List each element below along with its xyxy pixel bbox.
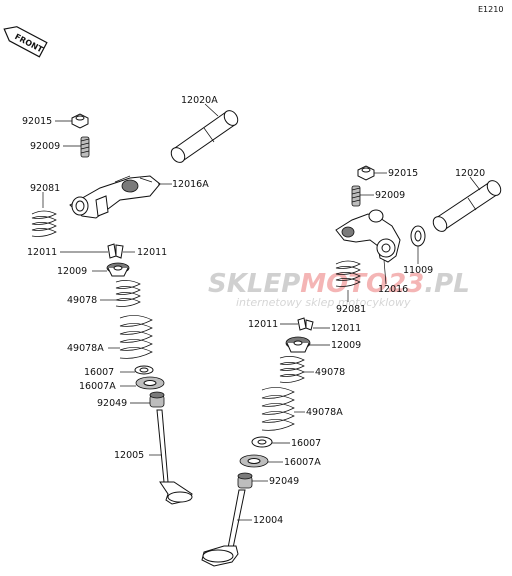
inner-spring-49078-left bbox=[115, 280, 141, 307]
label-12020: 12020 bbox=[455, 168, 485, 179]
label-12009-left: 12009 bbox=[57, 266, 87, 277]
label-92081-left: 92081 bbox=[30, 183, 60, 194]
label-49078-right: 49078 bbox=[315, 367, 345, 378]
label-16007-left: 16007 bbox=[84, 367, 114, 378]
diagram-code: E1210 bbox=[478, 5, 503, 14]
label-49078A-left: 49078A bbox=[67, 343, 104, 354]
label-16007A-left: 16007A bbox=[79, 381, 116, 392]
label-49078-left: 49078 bbox=[67, 295, 97, 306]
intake-valve-12004 bbox=[201, 489, 246, 567]
outer-spring-49078A-right bbox=[261, 387, 295, 431]
watermark-brand-a: SKLEP bbox=[208, 269, 300, 299]
spring-92081-right bbox=[335, 260, 361, 287]
spring-seat-16007A-left bbox=[135, 376, 165, 390]
label-12011-right-1: 12011 bbox=[248, 319, 278, 330]
exhaust-valve-12005 bbox=[156, 409, 193, 505]
label-12016: 12016 bbox=[378, 284, 408, 295]
washer-11009 bbox=[410, 225, 426, 247]
valve-seal-92049-right bbox=[237, 472, 253, 489]
retainer-12009-left bbox=[106, 262, 130, 277]
nut-92015-left bbox=[71, 113, 89, 129]
label-12011-right-2: 12011 bbox=[331, 323, 361, 334]
watermark-brand-c: 23 bbox=[388, 269, 424, 299]
valve-seal-92049-left bbox=[149, 391, 165, 408]
rocker-arm-12016 bbox=[335, 209, 401, 263]
spring-seat-16007A-right bbox=[239, 454, 269, 468]
spring-92081-left bbox=[31, 210, 57, 237]
rocker-arm-12016A bbox=[69, 175, 161, 219]
label-92015-left: 92015 bbox=[22, 116, 52, 127]
front-arrow-icon: FRONT bbox=[3, 26, 48, 58]
inner-spring-49078-right bbox=[279, 356, 305, 383]
label-12016A: 12016A bbox=[172, 179, 209, 190]
label-11009: 11009 bbox=[403, 265, 433, 276]
adjust-screw-92009-right bbox=[351, 185, 361, 207]
label-49078A-right: 49078A bbox=[306, 407, 343, 418]
rocker-shaft-12020A bbox=[170, 110, 239, 163]
watermark-brand-b: MOTO bbox=[300, 269, 388, 299]
label-92081-right: 92081 bbox=[336, 304, 366, 315]
svg-text:SKLEPMOTO23.PL: SKLEPMOTO23.PL bbox=[208, 269, 470, 299]
rocker-shaft-12020 bbox=[432, 180, 502, 232]
watermark-tagline: internetowy sklep motocyklowy bbox=[236, 296, 411, 309]
adjust-screw-92009-left bbox=[80, 136, 90, 158]
label-16007-right: 16007 bbox=[291, 438, 321, 449]
retainer-12009-right bbox=[285, 336, 311, 353]
label-12011-left-2: 12011 bbox=[137, 247, 167, 258]
watermark: SKLEPMOTO23.PL internetowy sklep motocyk… bbox=[208, 269, 470, 309]
label-12005: 12005 bbox=[114, 450, 144, 461]
label-12020A: 12020A bbox=[181, 95, 218, 106]
spring-seat-16007-left bbox=[134, 365, 154, 375]
cotters-12011-right bbox=[297, 317, 314, 331]
label-92009-right: 92009 bbox=[375, 190, 405, 201]
spring-seat-16007-right bbox=[251, 436, 273, 448]
label-92049-left: 92049 bbox=[97, 398, 127, 409]
label-92049-right: 92049 bbox=[269, 476, 299, 487]
watermark-brand-d: .PL bbox=[424, 269, 470, 299]
label-12004: 12004 bbox=[253, 515, 283, 526]
label-12011-left-1: 12011 bbox=[27, 247, 57, 258]
outer-spring-49078A-left bbox=[119, 315, 153, 359]
label-92015-right: 92015 bbox=[388, 168, 418, 179]
label-12009-right: 12009 bbox=[331, 340, 361, 351]
label-16007A-right: 16007A bbox=[284, 457, 321, 468]
cotters-12011-left bbox=[107, 243, 124, 259]
label-92009-left: 92009 bbox=[30, 141, 60, 152]
nut-92015-right bbox=[357, 165, 375, 181]
